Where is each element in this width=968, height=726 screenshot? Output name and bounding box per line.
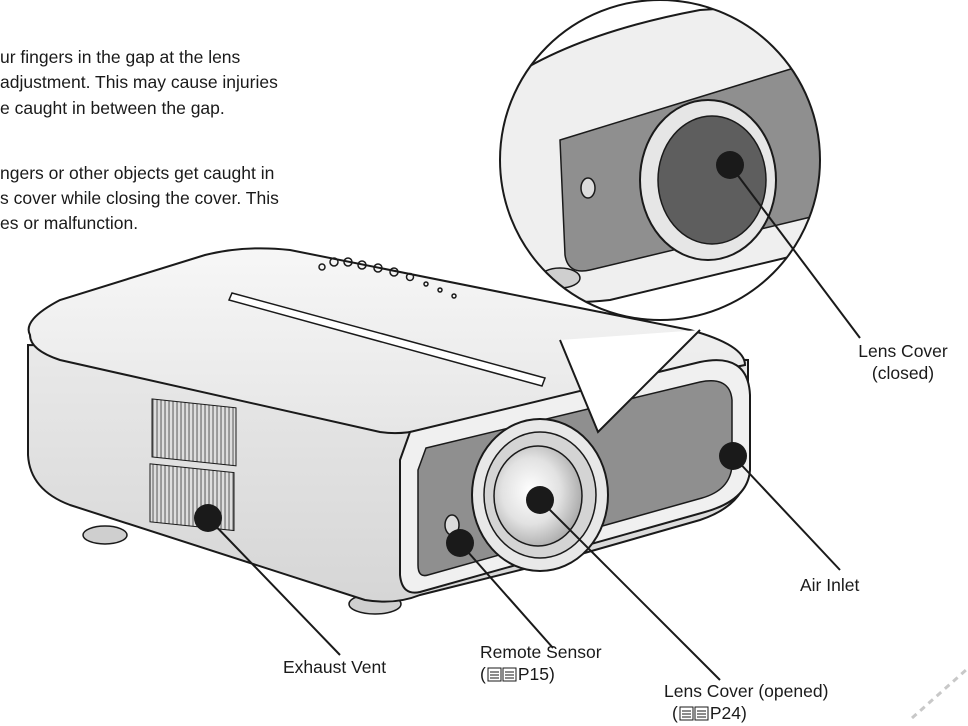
zoom-bubble	[499, 0, 821, 321]
dot-lens-cover-closed	[716, 151, 744, 179]
warning-line-3: e caught in between the gap.	[0, 98, 225, 118]
warning-line-6: es or malfunction.	[0, 213, 139, 233]
warning-line-1: ur fingers in the gap at the lens	[0, 47, 241, 67]
manual-book-icon	[487, 667, 517, 682]
warning-line-2: adjustment. This may cause injuries	[0, 72, 278, 92]
dot-air-inlet	[719, 442, 747, 470]
label-remote-sensor-title: Remote Sensor	[480, 642, 602, 662]
corner-mark	[911, 668, 967, 720]
manual-book-icon	[679, 706, 709, 721]
zoom-callout-tail	[559, 329, 701, 434]
label-exhaust-vent: Exhaust Vent	[283, 657, 387, 677]
label-lens-cover-opened-ref-page: P24)	[709, 703, 747, 723]
foot-left	[82, 525, 128, 545]
warning-line-4: ngers or other objects get caught in	[0, 163, 275, 183]
label-lens-cover-closed: Lens Cover (closed)	[848, 340, 958, 384]
dot-lens-cover-opened	[526, 486, 554, 514]
label-remote-sensor: Remote Sensor ( P15)	[480, 641, 602, 685]
warning-line-5: s cover while closing the cover. This	[0, 188, 279, 208]
dot-remote-sensor	[446, 529, 474, 557]
label-lens-cover-closed-title: Lens Cover	[858, 341, 948, 361]
top-button-row	[318, 257, 457, 299]
label-lens-cover-opened-ref: ( P24)	[672, 702, 747, 724]
label-lens-cover-closed-sub: (closed)	[871, 363, 935, 383]
label-lens-cover-opened: Lens Cover (opened) ( P24)	[664, 680, 828, 724]
dot-exhaust-vent	[194, 504, 222, 532]
zoom-lens-cover-closed	[657, 115, 767, 245]
leader-lines	[207, 164, 861, 681]
leader-lens-cover-closed	[729, 164, 861, 339]
label-lens-cover-opened-title: Lens Cover (opened)	[664, 681, 829, 701]
callout-dots	[194, 151, 747, 557]
top-light-bar	[227, 292, 546, 387]
label-remote-sensor-ref-page: P15)	[517, 664, 555, 684]
leader-lens-cover-opened	[539, 499, 721, 681]
zoom-sensor-window	[580, 177, 596, 199]
leader-air-inlet	[732, 455, 841, 571]
leader-exhaust-vent	[207, 517, 341, 656]
exhaust-vent-grille-upper	[151, 398, 237, 467]
label-air-inlet: Air Inlet	[800, 575, 860, 595]
label-remote-sensor-ref-open: (	[480, 664, 486, 684]
label-remote-sensor-ref: ( P15)	[480, 663, 555, 685]
label-lens-cover-opened-ref-open: (	[672, 703, 678, 723]
projector-body	[27, 247, 751, 615]
leader-remote-sensor	[459, 542, 554, 649]
